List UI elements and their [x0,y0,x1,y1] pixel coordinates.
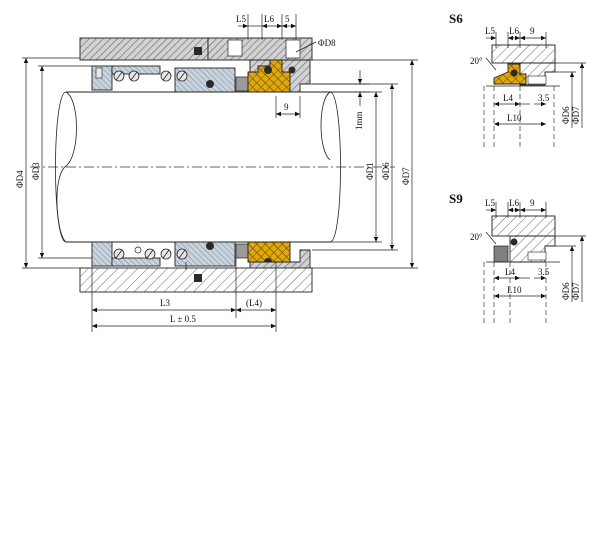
s9-view: S9 L5 L6 9 20° L4 3.5 [449,191,586,326]
dim-l4-label: (L4) [246,298,262,308]
s9-l10-label: L10 [507,285,522,295]
s9-35-label: 3.5 [538,267,550,277]
main-dimensions: L5 L6 5 ΦD8 9 1mm ΦD1 ΦD6 [15,14,418,332]
dim-d3-label: ΦD3 [31,162,41,180]
s9-l6-label: L6 [509,198,519,208]
pusher-lower [235,243,249,259]
dim-d7-label: ΦD7 [401,167,411,185]
s6-seal-face [493,63,527,85]
dim-l5-label: L5 [236,14,246,24]
dim-l6-label: L6 [264,14,274,24]
s9-d7-label: ΦD7 [571,282,581,300]
dim-d4-label: ΦD4 [15,170,25,188]
s9-face [493,245,509,263]
s6-angle-label: 20° [470,56,483,66]
s6-pin [527,75,547,85]
oring-upper-sleeve [206,80,214,88]
s6-9-label: 9 [530,26,535,36]
s9-gland [491,215,556,237]
s9-pin [527,251,547,261]
dim-l-label: L ± 0.5 [170,314,196,324]
s9-d6-label: ΦD6 [561,282,571,300]
s6-d7-label: ΦD7 [571,106,581,124]
dim-5-label: 5 [285,14,290,24]
gland-upper [79,37,313,61]
s6-dimensions: L5 L6 9 20° L4 3.5 L10 ΦD6 ΦD7 [470,26,586,150]
s9-l4-label: L4 [505,267,515,277]
dim-d8-label: ΦD8 [318,38,336,48]
rotating-assembly-upper [91,65,236,93]
dim-d6-label: ΦD6 [381,162,391,180]
pusher-upper [235,76,249,92]
s9-9-label: 9 [530,198,535,208]
s6-l10-label: L10 [507,113,522,123]
s6-l5-label: L5 [485,26,495,36]
s6-view: S6 L5 L6 9 20° L4 3.5 [449,11,586,150]
s9-oring [510,238,518,246]
springs-upper [113,70,188,82]
springs-lower [113,246,188,260]
oring-lower-gland [194,274,202,282]
oring-upper-gland [194,47,202,55]
s9-l5-label: L5 [485,198,495,208]
s6-title: S6 [449,11,463,26]
gland-lower [79,262,313,293]
oring-upper-face [264,66,272,74]
s6-d6-label: ΦD6 [561,106,571,124]
dim-9-label: 9 [284,102,289,112]
s9-dimensions: L5 L6 9 20° L4 3.5 L10 ΦD6 ΦD7 [470,198,586,326]
s6-gland [491,44,556,64]
s6-oring [510,69,518,77]
dim-1mm-label: 1mm [354,111,364,130]
s6-35-label: 3.5 [538,93,550,103]
s9-title: S9 [449,191,463,206]
oring-upper-seat [288,66,296,74]
main-view: L5 L6 5 ΦD8 9 1mm ΦD1 ΦD6 [15,14,418,332]
dim-d1-label: ΦD1 [365,162,375,180]
oring-lower-sleeve [206,242,214,250]
s6-l4-label: L4 [503,93,513,103]
s9-angle-label: 20° [470,232,483,242]
dim-l3-label: L3 [160,298,170,308]
s6-l6-label: L6 [509,26,519,36]
